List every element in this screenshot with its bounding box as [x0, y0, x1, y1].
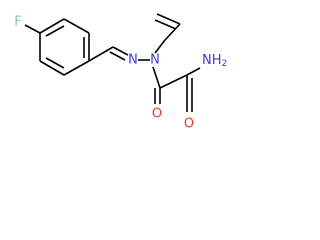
- bond-ring-1: [39, 18, 65, 34]
- bond-n-allyl-1: [154, 39, 166, 54]
- atom-hydrazide-nitrogen: N: [150, 53, 160, 68]
- bond-allyl-2: [164, 23, 181, 41]
- bond-ring-inner-1: [45, 25, 65, 37]
- bond-ring-inner-3: [45, 57, 65, 69]
- atom-carbonyl-oxygen-2: O: [184, 117, 194, 132]
- bond-n-carbonyl-1: [152, 66, 161, 89]
- bond-c-nh2: [186, 67, 201, 76]
- chemical-structure-diagram: F N N O O NH2: [14, 13, 227, 132]
- atom-amide-nitrogen: NH2: [202, 53, 227, 70]
- bond-allyl-double-a: [156, 13, 181, 25]
- amide-nh-text: NH: [202, 53, 222, 68]
- atom-carbonyl-oxygen-1: O: [152, 107, 162, 122]
- bond-ring-5: [39, 60, 65, 76]
- bond-ch-n-double-a: [112, 46, 129, 56]
- bond-ring-4: [63, 60, 90, 76]
- bond-ring-ch: [88, 46, 114, 62]
- benzene-ring: [39, 18, 90, 76]
- amide-h-subscript: 2: [222, 59, 228, 69]
- bond-ring-2: [63, 18, 90, 34]
- bond-c-f: [24, 24, 41, 34]
- bond-ch-n-double-b: [109, 51, 126, 61]
- bond-allyl-double-b: [154, 19, 177, 30]
- atom-imine-nitrogen: N: [128, 53, 138, 68]
- atom-fluorine: F: [14, 15, 21, 30]
- bond-c-c-oxalyl: [159, 74, 188, 89]
